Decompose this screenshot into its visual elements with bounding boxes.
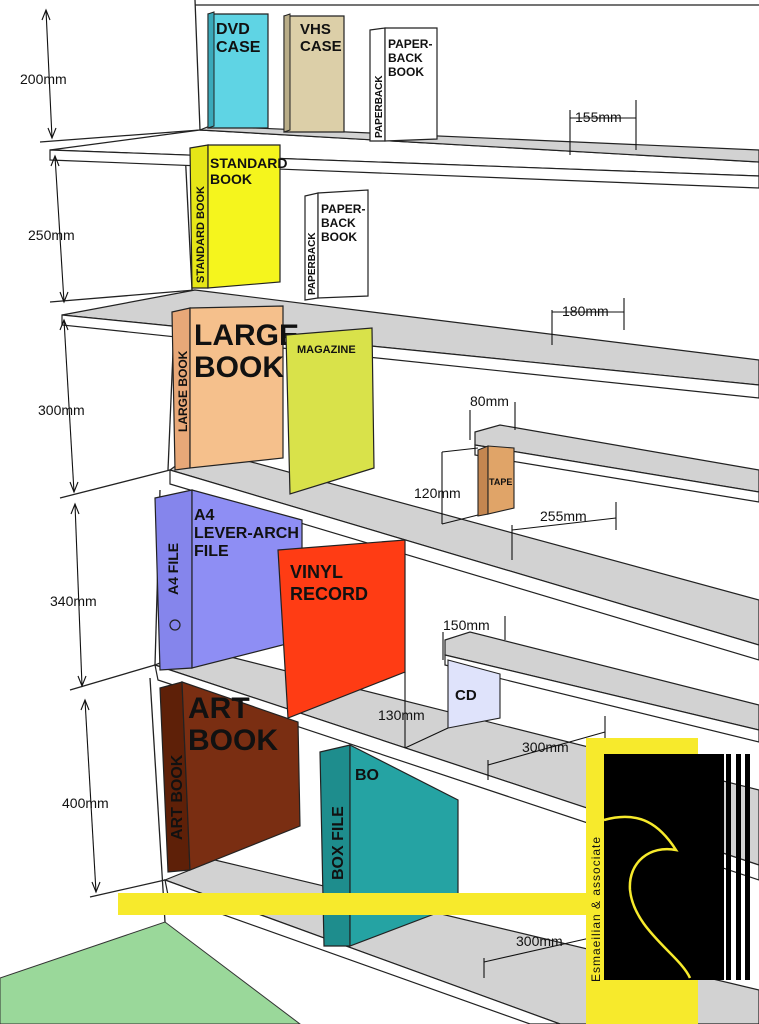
book-vhs-case: VHS CASE xyxy=(283,13,345,133)
paperback1-label-3: BOOK xyxy=(388,65,424,79)
tape-depth-label: 80mm xyxy=(470,393,509,409)
paperback2-label-1: PAPER- xyxy=(321,202,365,216)
book-vinyl-record: VINYL RECORD xyxy=(277,539,406,719)
depth-label-300-upper: 300mm xyxy=(522,739,569,755)
dvd-label-2: CASE xyxy=(216,39,261,56)
paperback1-label-1: PAPER- xyxy=(388,37,432,51)
shelf-2 xyxy=(61,289,759,399)
book-magazine: MAGAZINE xyxy=(285,327,375,495)
art-spine: ART BOOK xyxy=(169,754,186,840)
art-label-1: ART xyxy=(188,692,250,725)
depth-label-155: 155mm xyxy=(575,109,622,125)
art-label-2: BOOK xyxy=(188,724,278,757)
standard-spine: STANDARD BOOK xyxy=(195,186,207,283)
height-label-400: 400mm xyxy=(62,795,109,811)
large-label-1: LARGE xyxy=(194,319,299,352)
logo-yellow-bar xyxy=(118,893,588,915)
vinyl-label-1: VINYL xyxy=(290,562,343,582)
a4-spine: A4 FILE xyxy=(165,543,181,595)
dvd-label-1: DVD xyxy=(216,21,250,38)
book-cd: CD xyxy=(447,659,501,729)
paperback2-label-2: BACK xyxy=(321,216,356,230)
depth-label-180: 180mm xyxy=(562,303,609,319)
cd-shelf xyxy=(444,631,759,731)
book-large: LARGE BOOK LARGE BOOK xyxy=(171,305,299,471)
depth-label-300-lower: 300mm xyxy=(516,933,563,949)
small-shelves xyxy=(444,424,759,743)
height-dimensions xyxy=(41,8,101,894)
vinyl-label-2: RECORD xyxy=(290,584,368,604)
logo-swoosh-icon xyxy=(603,815,692,979)
paperback2-label-3: BOOK xyxy=(321,230,357,244)
ring-pull-icon xyxy=(169,619,181,631)
height-label-340: 340mm xyxy=(50,593,97,609)
book-paperback-middle: PAPER- BACK BOOK PAPERBACK xyxy=(304,189,369,301)
a4-label-2: LEVER-ARCH xyxy=(194,525,299,542)
logo-text: Esmaeilian & associate xyxy=(589,836,603,982)
standard-label-2: BOOK xyxy=(210,171,252,187)
book-art: ART BOOK ART BOOK xyxy=(159,681,301,873)
a4-label-3: FILE xyxy=(194,543,229,560)
height-label-300: 300mm xyxy=(38,402,85,418)
logo-black-panel xyxy=(604,754,724,980)
cd-label: CD xyxy=(455,687,477,704)
depth-label-255: 255mm xyxy=(540,508,587,524)
floor xyxy=(0,921,301,1024)
book-paperback-top: PAPER- BACK BOOK PAPERBACK xyxy=(369,27,438,142)
book-tape: TAPE xyxy=(477,445,515,517)
height-label-250: 250mm xyxy=(28,227,75,243)
paperback2-spine: PAPERBACK xyxy=(307,232,318,295)
a4-label-1: A4 xyxy=(194,507,215,524)
book-a4-lever-arch-file: A4 LEVER-ARCH FILE A4 FILE xyxy=(154,489,303,671)
brand-logo: Esmaeilian & associate xyxy=(118,738,750,1024)
book-standard: STANDARD BOOK STANDARD BOOK xyxy=(189,144,288,289)
paperback1-label-2: BACK xyxy=(388,51,423,65)
vhs-label-1: VHS xyxy=(300,21,331,38)
large-label-2: BOOK xyxy=(194,351,284,384)
standard-label-1: STANDARD xyxy=(210,155,288,171)
depth-dimensions xyxy=(404,100,637,978)
tape-shelf xyxy=(474,424,759,493)
tape-label: TAPE xyxy=(489,477,512,487)
height-label-200: 200mm xyxy=(20,71,67,87)
box-front-label: BO xyxy=(355,767,379,784)
book-dvd-case: DVD CASE xyxy=(207,11,269,129)
tape-height-label: 120mm xyxy=(414,485,461,501)
cd-depth-label: 150mm xyxy=(443,617,490,633)
box-spine: BOX FILE xyxy=(330,806,347,880)
cd-height-label: 130mm xyxy=(378,707,425,723)
paperback1-spine: PAPERBACK xyxy=(374,75,385,138)
large-spine: LARGE BOOK xyxy=(176,350,190,432)
vhs-label-2: CASE xyxy=(300,38,342,55)
magazine-label: MAGAZINE xyxy=(297,344,356,356)
